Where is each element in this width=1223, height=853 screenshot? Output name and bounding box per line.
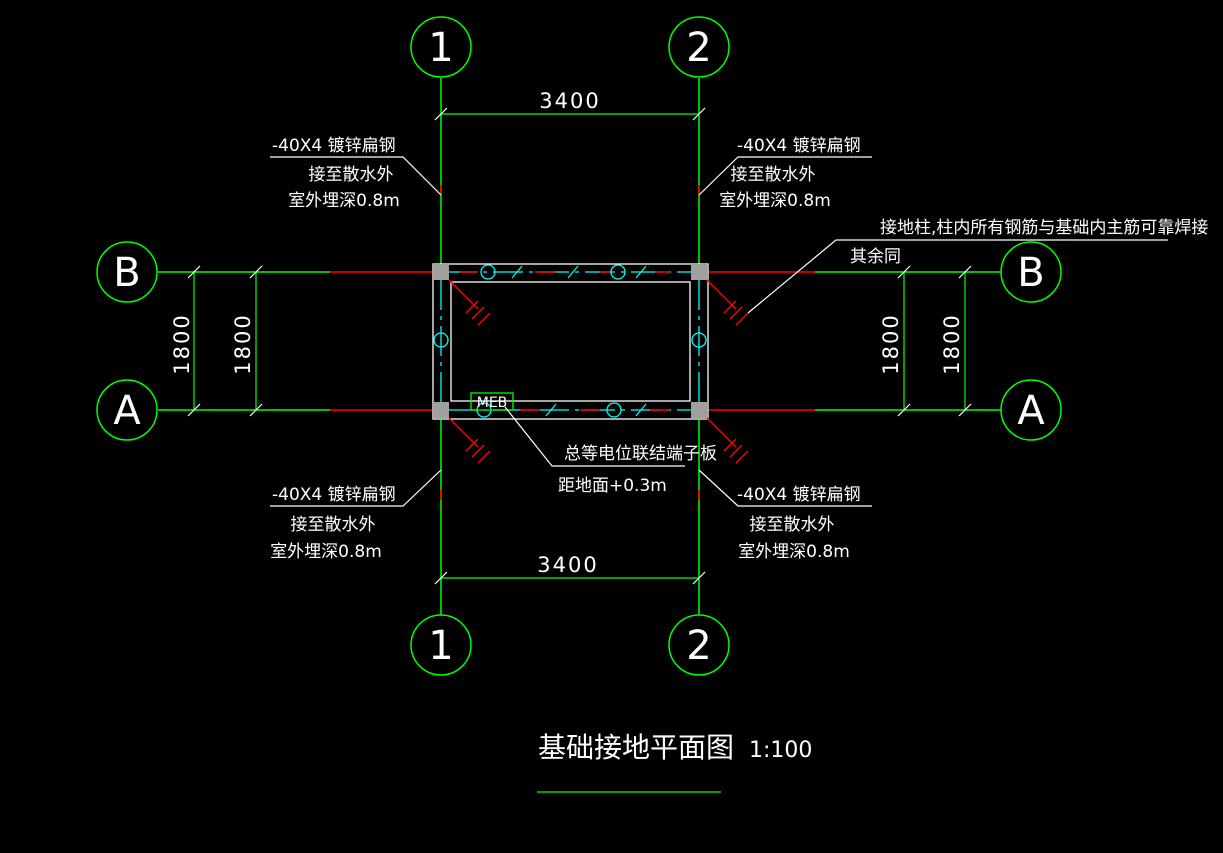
axis-bubble-1-top: 1 bbox=[410, 16, 472, 78]
axis-bubble-a-right: A bbox=[1000, 379, 1062, 441]
grounding-ring bbox=[432, 263, 709, 420]
leader-bottom-right bbox=[698, 469, 872, 507]
ground-symbol-a1 bbox=[448, 417, 491, 464]
note-bottom-right-line2: 接至散水外 bbox=[750, 515, 835, 535]
ground-symbol-a2 bbox=[706, 417, 749, 464]
axis-bubble-1-bottom: 1 bbox=[410, 614, 472, 676]
axis-label-b-right: B bbox=[1017, 250, 1044, 296]
axis-bubble-2-bottom: 2 bbox=[668, 614, 730, 676]
note-top-right-line1: -40X4 镀锌扁钢 bbox=[737, 136, 861, 156]
note-bottom-left: -40X4 镀锌扁钢 接至散水外 室外埋深0.8m bbox=[270, 485, 395, 562]
note-bottom-left-line3: 室外埋深0.8m bbox=[270, 542, 382, 562]
drawing-title: 基础接地平面图 bbox=[538, 731, 734, 764]
column-a1 bbox=[433, 402, 449, 418]
dimension-top bbox=[434, 107, 706, 121]
dimension-top-value: 3400 bbox=[539, 89, 600, 113]
note-meb: 总等电位联结端子板 距地面+0.3m bbox=[558, 444, 717, 496]
dimension-left-inner bbox=[249, 265, 263, 417]
columns bbox=[433, 264, 707, 418]
ground-symbol-b2 bbox=[706, 279, 749, 326]
note-top-left-line3: 室外埋深0.8m bbox=[288, 191, 400, 211]
note-column-line1: 接地柱,柱内所有钢筋与基础内主筋可靠焊接 bbox=[880, 218, 1208, 238]
note-bottom-right: -40X4 镀锌扁钢 接至散水外 室外埋深0.8m bbox=[737, 485, 861, 562]
dimension-bottom bbox=[434, 571, 706, 585]
axis-label-1-bottom: 1 bbox=[428, 623, 453, 669]
leader-meb-note bbox=[504, 406, 685, 467]
ground-symbol-b1 bbox=[448, 279, 491, 326]
note-column: 接地柱,柱内所有钢筋与基础内主筋可靠焊接 其余同 bbox=[850, 218, 1208, 267]
note-meb-line2: 距地面+0.3m bbox=[558, 476, 667, 496]
meb-label: MEB bbox=[477, 395, 508, 411]
axis-bubble-a-left: A bbox=[96, 379, 158, 441]
note-top-right-line2: 接至散水外 bbox=[731, 165, 816, 185]
ring-test-points bbox=[433, 264, 707, 418]
grid-lines bbox=[158, 78, 1001, 615]
leader-top-left bbox=[270, 156, 442, 196]
column-a2 bbox=[691, 402, 707, 418]
test-point-circle bbox=[606, 402, 622, 418]
axis-label-1-top: 1 bbox=[428, 25, 453, 71]
axis-label-a-left: A bbox=[113, 388, 141, 434]
note-top-left-line2: 接至散水外 bbox=[309, 165, 394, 185]
note-top-left-line1: -40X4 镀锌扁钢 bbox=[272, 136, 396, 156]
dimension-right-outer bbox=[958, 265, 972, 417]
axis-label-2-top: 2 bbox=[686, 25, 711, 71]
dimension-right-outer-value: 1800 bbox=[940, 313, 964, 374]
leader-bottom-left bbox=[270, 469, 442, 507]
meb-box: MEB bbox=[470, 392, 514, 411]
dimension-bottom-value: 3400 bbox=[537, 553, 598, 577]
dimension-left-inner-value: 1800 bbox=[231, 313, 255, 374]
note-meb-line1: 总等电位联结端子板 bbox=[564, 444, 717, 464]
axis-label-b-left: B bbox=[113, 250, 140, 296]
drawing-scale: 1:100 bbox=[749, 738, 812, 763]
ring-red-marks bbox=[440, 185, 700, 500]
ring-slash-marks bbox=[511, 265, 647, 417]
column-b2 bbox=[691, 264, 707, 280]
test-point-circle bbox=[610, 264, 626, 280]
note-top-right: -40X4 镀锌扁钢 接至散水外 室外埋深0.8m bbox=[719, 136, 860, 211]
note-top-right-line3: 室外埋深0.8m bbox=[719, 191, 831, 211]
axis-label-2-bottom: 2 bbox=[686, 623, 711, 669]
axis-bubble-2-top: 2 bbox=[668, 16, 730, 78]
dimension-right-inner-value: 1800 bbox=[879, 313, 903, 374]
dimension-left-outer bbox=[187, 265, 201, 417]
test-point-circle bbox=[433, 332, 449, 348]
test-point-circle bbox=[480, 264, 496, 280]
leader-top-right bbox=[698, 156, 872, 196]
axis-label-a-right: A bbox=[1017, 388, 1045, 434]
dimension-left-outer-value: 1800 bbox=[170, 313, 194, 374]
column-b1 bbox=[433, 264, 449, 280]
axis-bubble-b-left: B bbox=[96, 241, 158, 303]
dimension-right-inner bbox=[897, 265, 911, 417]
note-bottom-right-line1: -40X4 镀锌扁钢 bbox=[737, 485, 861, 505]
leader-lines bbox=[270, 156, 1168, 507]
note-column-line2: 其余同 bbox=[850, 247, 901, 267]
note-bottom-left-line1: -40X4 镀锌扁钢 bbox=[272, 485, 396, 505]
note-top-left: -40X4 镀锌扁钢 接至散水外 室外埋深0.8m bbox=[272, 136, 400, 211]
test-point-circle bbox=[691, 332, 707, 348]
note-bottom-right-line3: 室外埋深0.8m bbox=[738, 542, 850, 562]
note-bottom-left-line2: 接至散水外 bbox=[291, 515, 376, 535]
leader-column-note bbox=[747, 239, 1168, 314]
axis-bubble-b-right: B bbox=[1000, 241, 1062, 303]
